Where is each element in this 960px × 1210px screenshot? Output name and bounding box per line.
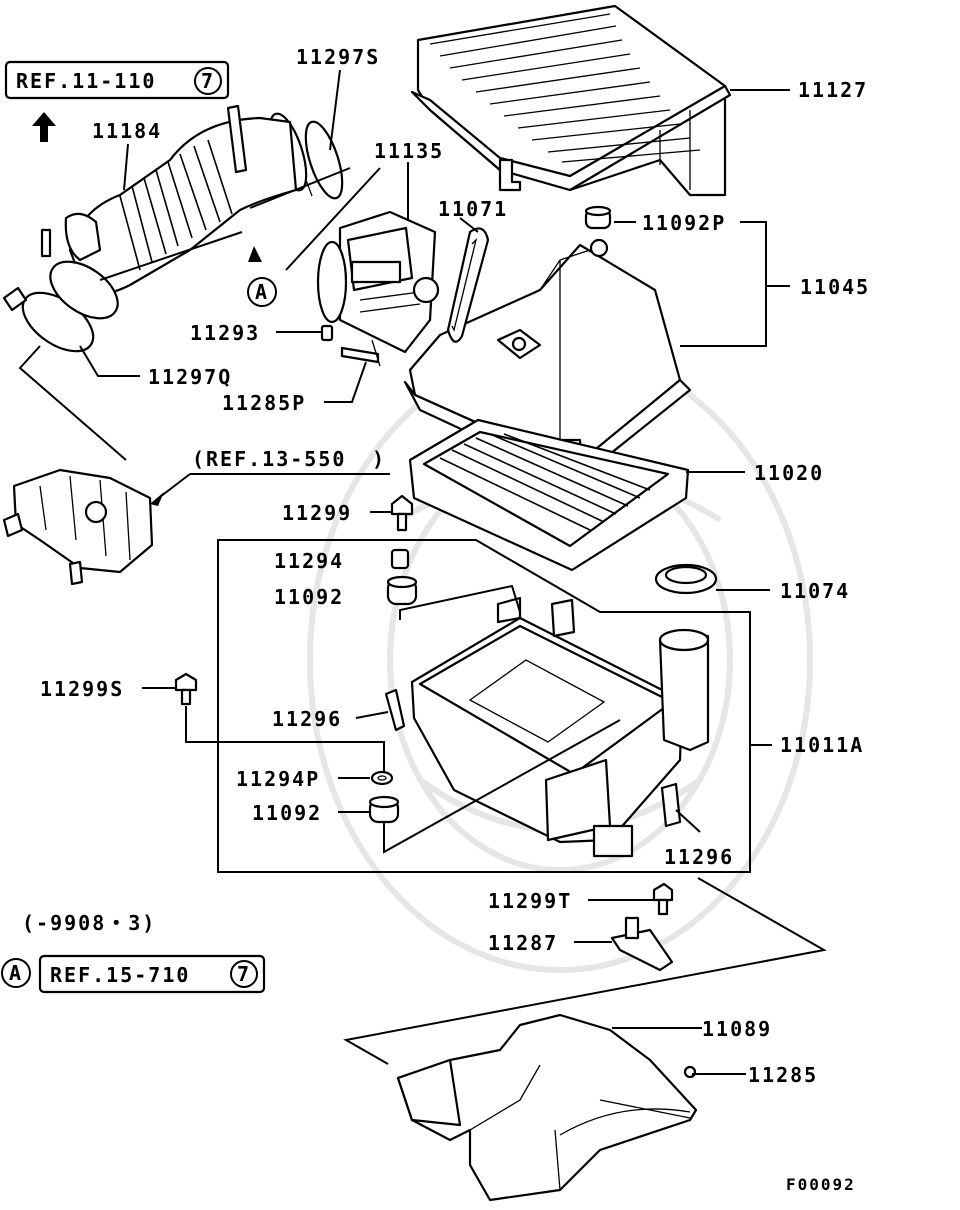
part-intake-hose[interactable] bbox=[40, 104, 298, 296]
part-collar-11294p[interactable] bbox=[370, 770, 394, 786]
part-throttle-body[interactable] bbox=[2, 468, 154, 586]
part-bracket-11287[interactable] bbox=[610, 916, 674, 972]
label-11297Q: 11297Q bbox=[148, 365, 232, 389]
part-gasket[interactable] bbox=[446, 227, 490, 343]
label-11071: 11071 bbox=[438, 197, 508, 221]
part-grommet-11092-lower[interactable] bbox=[368, 795, 400, 824]
marker-a: A bbox=[247, 277, 277, 307]
diagram-code: F00092 bbox=[786, 1175, 856, 1194]
ref-text-11-110: REF.11-110 bbox=[16, 69, 156, 93]
ref-text-13-550-close: ) bbox=[372, 447, 386, 471]
arrow-down-icon bbox=[248, 246, 262, 262]
label-11020: 11020 bbox=[754, 461, 824, 485]
applicability-note: (-9908・3) bbox=[22, 911, 156, 935]
label-11299: 11299 bbox=[282, 501, 352, 525]
label-11287: 11287 bbox=[488, 931, 558, 955]
label-11296-right: 11296 bbox=[664, 845, 734, 869]
part-clip-11296-left[interactable] bbox=[384, 688, 406, 732]
label-11184: 11184 bbox=[92, 119, 162, 143]
part-bolt-11299t[interactable] bbox=[652, 882, 674, 916]
ref-text-13-550: REF.13-550 bbox=[206, 447, 346, 471]
part-air-cleaner-cover[interactable] bbox=[410, 4, 732, 197]
label-11285P: 11285P bbox=[222, 391, 306, 415]
label-11074: 11074 bbox=[780, 579, 850, 603]
part-airflow-sensor[interactable] bbox=[316, 210, 440, 354]
arrow-up-icon bbox=[32, 112, 56, 142]
part-clip-11296-right[interactable] bbox=[660, 782, 682, 828]
label-11294: 11294 bbox=[274, 549, 344, 573]
label-11285: 11285 bbox=[748, 1063, 818, 1087]
label-11089: 11089 bbox=[702, 1017, 772, 1041]
ref-text-15-710: REF.15-710 bbox=[50, 963, 190, 987]
leader-lines bbox=[18, 69, 827, 1075]
label-11294P: 11294P bbox=[236, 767, 320, 791]
part-clip-11285p[interactable] bbox=[340, 339, 381, 367]
part-clamp-11297q[interactable] bbox=[2, 250, 128, 363]
part-lower-case[interactable] bbox=[410, 596, 710, 858]
part-collar-11294[interactable] bbox=[390, 548, 410, 570]
part-air-duct[interactable] bbox=[396, 1013, 698, 1202]
marker-a-label: A bbox=[255, 280, 269, 304]
label-11092P: 11092P bbox=[642, 211, 726, 235]
ref-circle-11-110: 7 bbox=[201, 69, 215, 93]
part-air-element[interactable] bbox=[408, 418, 690, 572]
circle-ref-label: A bbox=[9, 961, 23, 985]
label-11297S: 11297S bbox=[296, 45, 380, 69]
label-11296-left: 11296 bbox=[272, 707, 342, 731]
label-11011A: 11011A bbox=[780, 733, 864, 757]
part-grommet-11092p[interactable] bbox=[584, 205, 612, 230]
label-11293: 11293 bbox=[190, 321, 260, 345]
part-labels: 11297S 11184 11135 11071 11127 11092P 11… bbox=[40, 45, 870, 1087]
label-11092-lower: 11092 bbox=[252, 801, 322, 825]
label-11127: 11127 bbox=[798, 78, 868, 102]
label-11299S: 11299S bbox=[40, 677, 124, 701]
ref-circle-15-710: 7 bbox=[237, 962, 251, 986]
label-11135: 11135 bbox=[374, 139, 444, 163]
part-seal-11074[interactable] bbox=[654, 563, 718, 595]
part-grommet-11092-upper[interactable] bbox=[386, 575, 418, 606]
label-11045: 11045 bbox=[800, 275, 870, 299]
part-bolt-11299[interactable] bbox=[390, 494, 414, 532]
ref-text-13-550-open: ( bbox=[192, 447, 206, 471]
label-11092-upper: 11092 bbox=[274, 585, 344, 609]
ref-13-550[interactable]: ( REF.13-550 ) bbox=[192, 447, 386, 471]
ref-box-15-710[interactable]: A REF.15-710 7 bbox=[1, 954, 266, 994]
part-screw-11293[interactable] bbox=[320, 324, 334, 342]
part-bolt-11299s[interactable] bbox=[174, 672, 198, 706]
label-11299T: 11299T bbox=[488, 889, 572, 913]
ref-box-11-110[interactable]: REF.11-110 7 bbox=[4, 60, 230, 100]
